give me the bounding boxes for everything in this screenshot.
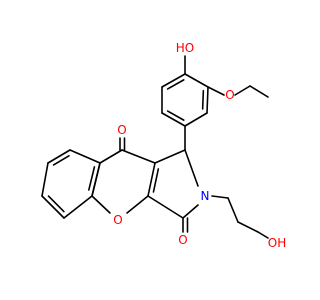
ethoxy-bond (207, 86, 225, 96)
ring-bond-second (152, 168, 160, 193)
benzo-bond (41, 162, 49, 197)
hydroxyl-oxygen-top-label: HO (176, 41, 194, 55)
amide-nitrogen-label: N (201, 189, 210, 203)
molecule-structure: HO O O N O O OH (41, 41, 286, 250)
benzo-bond (69, 149, 101, 164)
ring-bond (147, 162, 156, 197)
ring-bond (154, 149, 186, 164)
benzo-bond (47, 149, 71, 164)
phenol-bond (206, 86, 209, 114)
chromone-bond (99, 149, 123, 164)
ketone-oxygen-top-label: O (117, 123, 126, 137)
phenol-bond (184, 73, 209, 88)
chromone-bond (121, 149, 156, 164)
benzo-bond-second (88, 166, 96, 191)
atom-labels: HO O O N O O OH (113, 41, 286, 250)
hydroxyl-oxygen-chain-label: OH (268, 236, 286, 250)
benzo-bond (41, 195, 65, 219)
phenol-bond (161, 73, 186, 88)
ring-bond (147, 195, 184, 219)
benzo-bond-second (47, 195, 65, 213)
ring-bond (184, 149, 199, 187)
benzo-bond (91, 162, 101, 197)
phenol-bond (161, 112, 186, 127)
chromone-ring-oxygen-label: O (113, 213, 122, 227)
ethoxy-bond (234, 85, 251, 96)
benzo-bond-second (52, 155, 70, 166)
chromone-bond (126, 195, 149, 214)
phenol-bond (184, 112, 208, 127)
benzo-bond (63, 195, 93, 219)
chromone-bond (91, 195, 111, 214)
lactam-oxygen-label: O (178, 233, 187, 247)
ethyl-bond (249, 85, 269, 98)
chain-bond (257, 231, 269, 239)
chain-bond (237, 221, 259, 233)
phenol-bond-second (166, 110, 185, 121)
chain-bond (211, 195, 229, 199)
phenol-bond-second (201, 89, 205, 110)
phenol-bond-second (166, 79, 185, 90)
bond-lines (41, 55, 269, 239)
chain-bond (227, 197, 239, 223)
ethoxy-oxygen-label: O (225, 88, 234, 102)
ring-bond (182, 204, 199, 219)
